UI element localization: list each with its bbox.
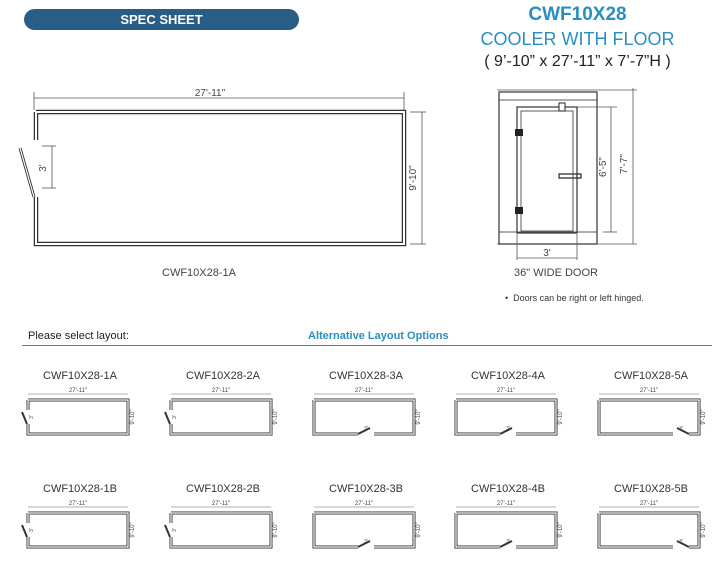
layout-option[interactable]: CWF10X28-5A 27'-11" 9'-10" 3': [591, 370, 711, 450]
layout-option[interactable]: CWF10X28-1B 27'-11" 9'-10" 3': [20, 483, 140, 563]
model-title: CWF10X28: [528, 4, 627, 25]
mini-door-dim: 3': [679, 539, 683, 545]
layout-option-thumbnail: 27'-11" 9'-10" 3': [21, 501, 136, 549]
mini-width-dim: 9'-10": [273, 409, 279, 424]
mini-door-dim: 3': [364, 426, 368, 432]
mini-door-dim: 3': [29, 415, 35, 419]
mini-width-dim: 9'-10": [130, 522, 136, 537]
mini-door-dim: 3': [506, 426, 510, 432]
layout-option-thumbnail: 27'-11" 9'-10" 3': [312, 388, 422, 436]
layout-option[interactable]: CWF10X28-1A 27'-11" 9'-10" 3': [20, 370, 140, 450]
layout-option-thumbnail: 27'-11" 9'-10" 3': [21, 388, 136, 436]
layout-option-thumbnail: 27'-11" 9'-10" 3': [312, 501, 422, 549]
mini-width-dim: 9'-10": [558, 522, 564, 537]
mini-width-dim: 9'-10": [701, 409, 707, 424]
mini-length-dim: 27'-11": [69, 501, 87, 507]
layout-option-thumbnail: 27'-11" 9'-10" 3': [454, 388, 564, 436]
total-height-dim: 7'-7": [619, 154, 630, 174]
section-divider: [22, 345, 712, 346]
elevation-caption: 36" WIDE DOOR: [514, 267, 598, 279]
layout-option[interactable]: CWF10X28-4B 27'-11" 9'-10" 3': [448, 483, 568, 563]
mini-length-dim: 27'-11": [640, 501, 658, 507]
layout-option[interactable]: CWF10X28-3A 27'-11" 9'-10" 3': [306, 370, 426, 450]
mini-width-dim: 9'-10": [130, 409, 136, 424]
mini-length-dim: 27'-11": [497, 388, 515, 394]
layout-option[interactable]: CWF10X28-4A 27'-11" 9'-10" 3': [448, 370, 568, 450]
alternative-layouts-label: Alternative Layout Options: [308, 330, 449, 342]
mini-door-dim: 3': [364, 539, 368, 545]
layout-option-thumbnail: 27'-11" 9'-10" 3': [597, 501, 707, 549]
mini-length-dim: 27'-11": [212, 388, 230, 394]
layout-option-name: CWF10X28-1B: [43, 483, 117, 495]
layout-option-name: CWF10X28-4B: [471, 483, 545, 495]
mini-length-dim: 27'-11": [69, 388, 87, 394]
layout-option-name: CWF10X28-5A: [614, 370, 688, 382]
door-height-dim: 6'-5": [598, 157, 609, 177]
plan-width-dim: 9'-10": [408, 165, 419, 191]
product-subtitle: COOLER WITH FLOOR: [480, 29, 675, 49]
mini-door-dim: 3': [172, 415, 178, 419]
mini-length-dim: 27'-11": [497, 501, 515, 507]
mini-length-dim: 27'-11": [640, 388, 658, 394]
dimensions-subtitle: ( 9’-10” x 27’-11” x 7’-7”H ): [484, 53, 671, 70]
mini-length-dim: 27'-11": [355, 388, 373, 394]
select-layout-label: Please select layout:: [28, 330, 129, 342]
mini-length-dim: 27'-11": [212, 501, 230, 507]
mini-door-dim: 3': [29, 528, 35, 532]
mini-width-dim: 9'-10": [416, 409, 422, 424]
layout-option-thumbnail: 27'-11" 9'-10" 3': [164, 388, 279, 436]
plan-door-dim: 3': [38, 164, 49, 172]
layout-option-name: CWF10X28-3A: [329, 370, 403, 382]
plan-caption: CWF10X28-1A: [162, 267, 236, 279]
layout-option[interactable]: CWF10X28-2A 27'-11" 9'-10" 3': [163, 370, 283, 450]
layout-option[interactable]: CWF10X28-2B 27'-11" 9'-10" 3': [163, 483, 283, 563]
layout-option-thumbnail: 27'-11" 9'-10" 3': [164, 501, 279, 549]
plan-length-dim: 27'-11": [195, 88, 226, 99]
layout-option-name: CWF10X28-1A: [43, 370, 117, 382]
layout-option-name: CWF10X28-2B: [186, 483, 260, 495]
layout-option-thumbnail: 27'-11" 9'-10" 3': [454, 501, 564, 549]
layout-option-name: CWF10X28-3B: [329, 483, 403, 495]
layout-option-name: CWF10X28-5B: [614, 483, 688, 495]
mini-width-dim: 9'-10": [416, 522, 422, 537]
door-width-dim: 3': [543, 248, 551, 259]
mini-width-dim: 9'-10": [273, 522, 279, 537]
mini-length-dim: 27'-11": [355, 501, 373, 507]
hinge-note: Doors can be right or left hinged.: [505, 293, 644, 303]
floor-plan-drawing: 27'-11" 3' 9'-10": [18, 88, 426, 247]
layout-option[interactable]: CWF10X28-5B 27'-11" 9'-10" 3': [591, 483, 711, 563]
mini-door-dim: 3': [679, 426, 683, 432]
layout-option-name: CWF10X28-4A: [471, 370, 545, 382]
mini-door-dim: 3': [506, 539, 510, 545]
mini-width-dim: 9'-10": [558, 409, 564, 424]
layout-option-name: CWF10X28-2A: [186, 370, 260, 382]
mini-width-dim: 9'-10": [701, 522, 707, 537]
layout-option-thumbnail: 27'-11" 9'-10" 3': [597, 388, 707, 436]
layout-option[interactable]: CWF10X28-3B 27'-11" 9'-10" 3': [306, 483, 426, 563]
mini-door-dim: 3': [172, 528, 178, 532]
door-elevation-drawing: 6'-5" 7'-7" 3': [497, 88, 637, 260]
spec-sheet-badge: SPEC SHEET: [24, 9, 299, 30]
